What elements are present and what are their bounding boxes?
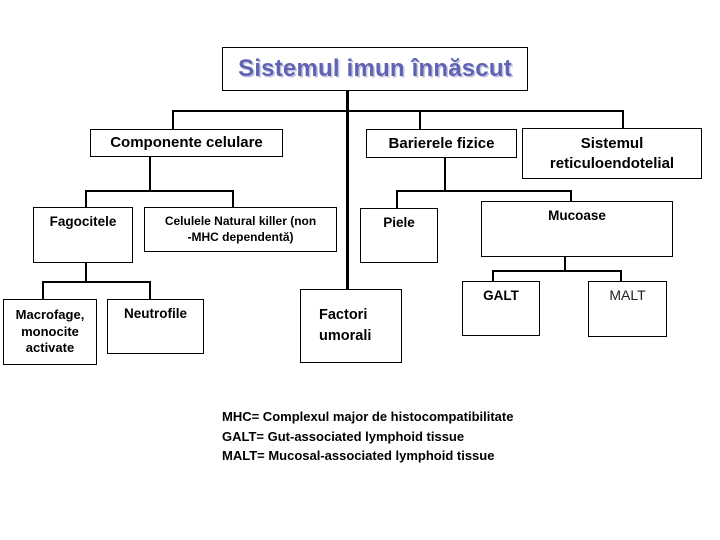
connector-drop-malt [620,270,622,281]
connector-drop-macrofage [42,281,44,299]
connector-out-barierele [444,157,446,190]
node-galt: GALT [462,281,540,336]
node-label: Sistemul reticuloendotelial [549,135,675,172]
node-componente-celulare: Componente celulare [90,129,283,157]
title-box: Sistemul imun înnăscut [222,47,528,91]
node-celulele-natural-killer: Celulele Natural killer (non -MHC depend… [144,207,337,252]
connector-drop-neutrofile [149,281,151,299]
legend-line-mhc: MHC= Complexul major de histocompatibili… [222,409,514,424]
node-factori-umorali: Factori umorali [300,289,402,363]
connector-horizontal-bariere [396,190,572,192]
node-label: Fagocitele [49,214,117,229]
connector-top-horizontal [172,110,624,112]
node-label: Piele [383,215,415,230]
connector-drop-reticulo [622,110,624,128]
connector-out-fagocitele [85,263,87,281]
node-sistemul-reticuloendotelial: Sistemul reticuloendotelial [522,128,702,179]
node-barierele-fizice: Barierele fizice [366,129,517,158]
node-neutrofile: Neutrofile [107,299,204,354]
node-label: Barierele fizice [388,134,495,152]
legend: MHC= Complexul major de histocompatibili… [222,407,513,466]
connector-horizontal-celular [85,190,234,192]
node-label: Macrofage, monocite activate [15,307,85,356]
node-label: MALT [609,287,646,303]
node-label: Factori umorali [319,306,372,344]
connector-drop-piele [396,190,398,208]
node-label: Mucoase [548,208,606,223]
connector-drop-galt [492,270,494,281]
connector-drop-fagocitele [85,190,87,207]
connector-drop-componente [172,110,174,129]
connector-out-mucoase [564,257,566,270]
node-label: Neutrofile [123,306,187,321]
node-fagocitele: Fagocitele [33,207,133,263]
connector-drop-mucoase [570,190,572,201]
connector-drop-nk [232,190,234,207]
node-mucoase: Mucoase [481,201,673,257]
connector-drop-barierele [419,110,421,129]
node-label: GALT [483,288,519,303]
node-macrofage-monocite-activate: Macrofage, monocite activate [3,299,97,365]
connector-out-componente [149,157,151,190]
node-malt: MALT [588,281,667,337]
connector-horizontal-mucoase [492,270,622,272]
node-piele: Piele [360,208,438,263]
legend-line-galt: GALT= Gut-associated lymphoid tissue [222,428,465,444]
legend-line-malt: MALT= Mucosal-associated lymphoid tissue [222,448,495,463]
node-label: Celulele Natural killer (non -MHC depend… [164,214,317,244]
node-label: Componente celulare [110,134,263,152]
page-title: Sistemul imun înnăscut [238,54,512,82]
connector-horizontal-fagocite [42,281,151,283]
connector-trunk [346,91,349,289]
